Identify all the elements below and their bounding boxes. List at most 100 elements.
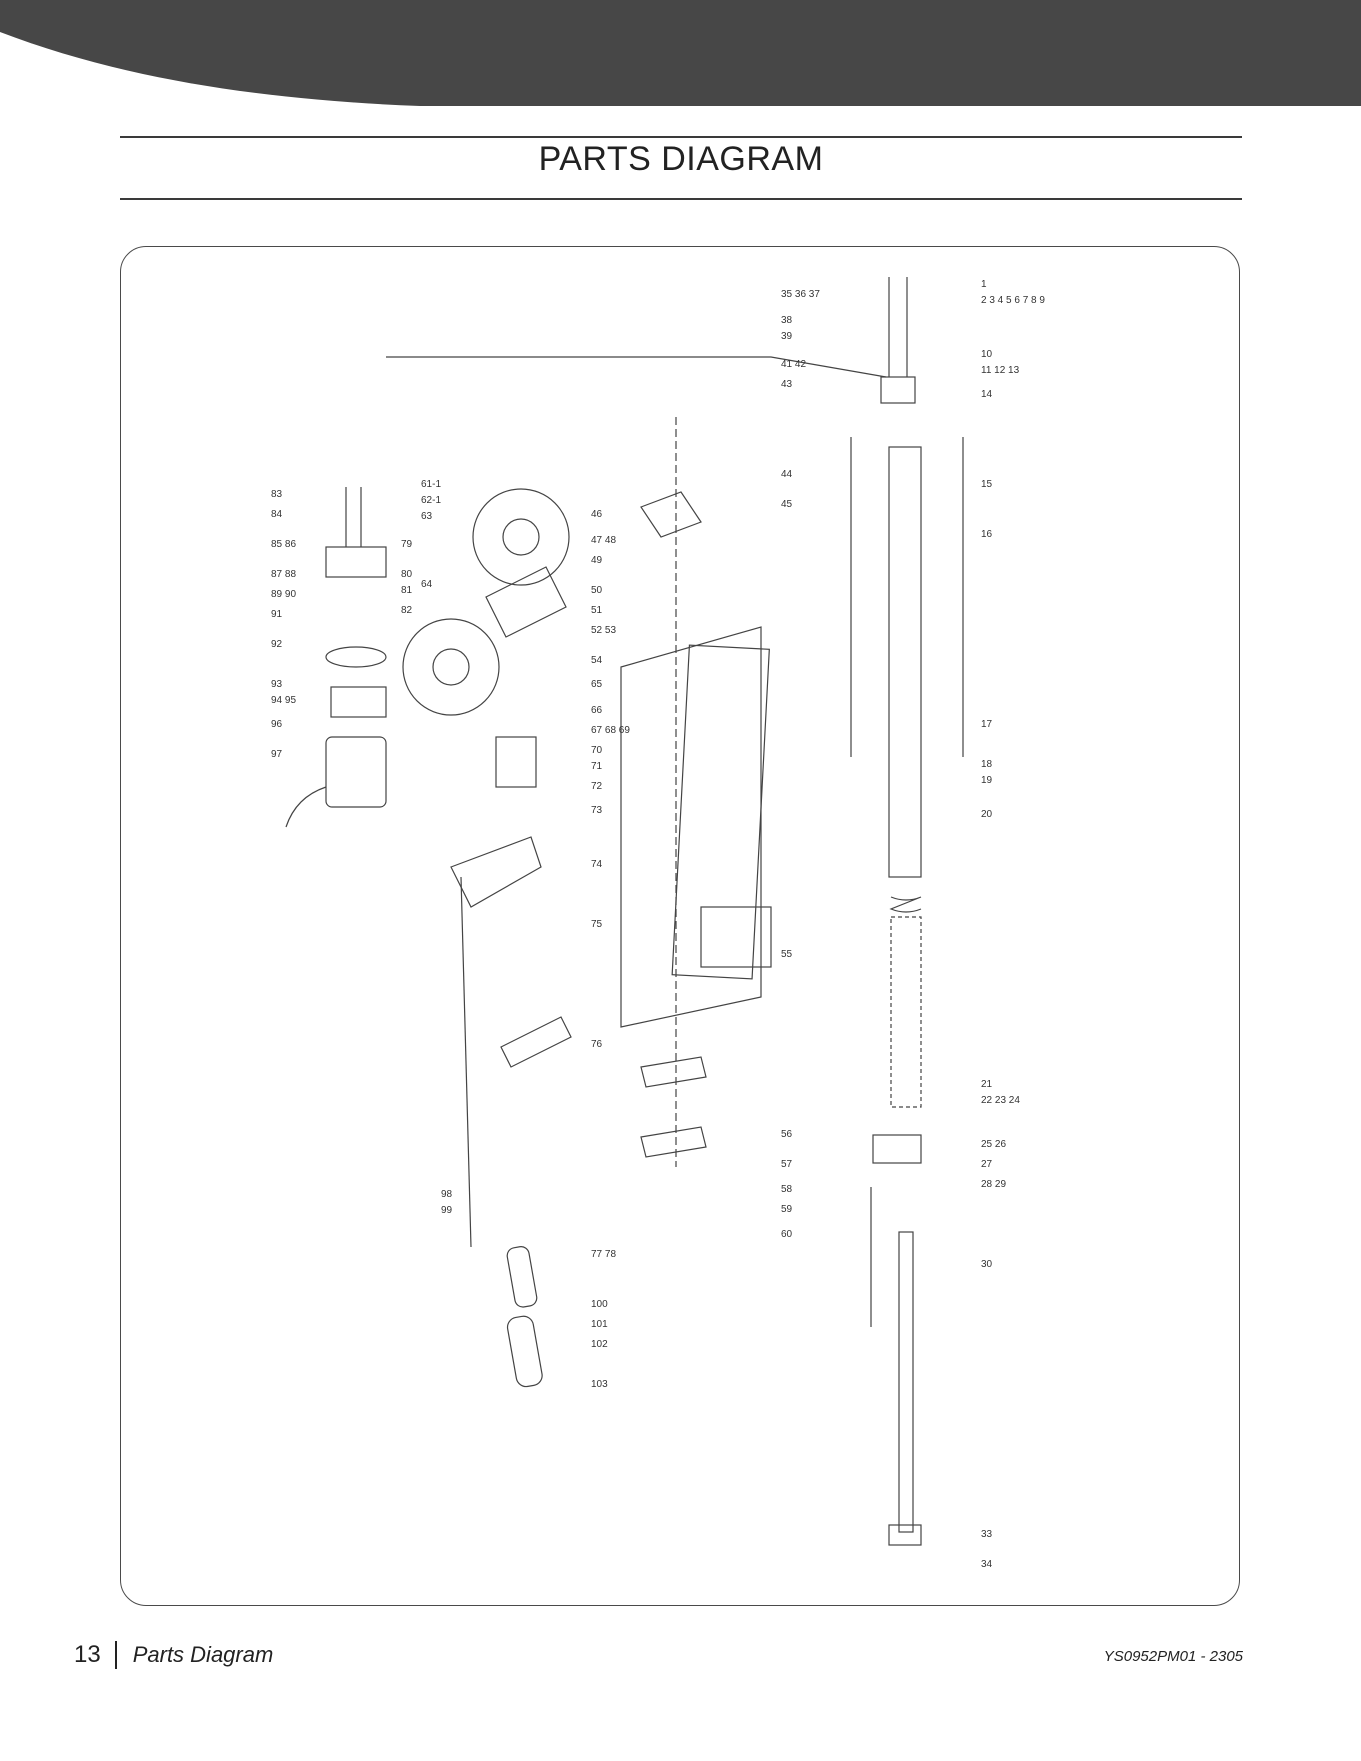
callout-99: 99 — [441, 1205, 453, 1216]
callout-16: 16 — [981, 529, 993, 540]
wheel-top — [472, 488, 570, 586]
callout-91: 91 — [271, 609, 283, 620]
callout-64: 64 — [421, 579, 433, 590]
callout-59: 59 — [781, 1204, 793, 1215]
callout-25-26: 25 26 — [981, 1139, 1006, 1150]
gasket-92 — [325, 646, 387, 668]
callout-84: 84 — [271, 509, 283, 520]
wheel-top-hub — [502, 518, 540, 556]
wheel-bottom — [402, 618, 500, 716]
spring-housing — [890, 916, 922, 1108]
callout-71: 71 — [591, 761, 603, 772]
callout-96: 96 — [271, 719, 283, 730]
hose-line — [386, 356, 887, 378]
callout-41-42: 41 42 — [781, 359, 806, 370]
cylinder-tube — [888, 446, 922, 878]
callout-44: 44 — [781, 469, 793, 480]
callout-49: 49 — [591, 555, 603, 566]
callout-33: 33 — [981, 1529, 993, 1540]
callout-61-1: 61-1 — [421, 479, 441, 490]
grip-103 — [506, 1315, 543, 1388]
callout-67-69: 67 68 69 — [591, 725, 630, 736]
return-spring — [889, 896, 922, 913]
parts-diagram: 1 2 3 4 5 6 7 8 9 10 11 12 13 14 15 16 1… — [271, 277, 1045, 1570]
callout-43: 43 — [781, 379, 793, 390]
callout-2-9: 2 3 4 5 6 7 8 9 — [981, 295, 1045, 306]
callout-89-90: 89 90 — [271, 589, 296, 600]
callout-55: 55 — [781, 949, 793, 960]
push-rod-75 — [460, 876, 472, 1248]
callout-87-88: 87 88 — [271, 569, 296, 580]
callout-45: 45 — [781, 499, 793, 510]
bracket-60 — [640, 1126, 707, 1158]
title-top-rule — [120, 136, 1242, 138]
callout-73: 73 — [591, 805, 603, 816]
callout-21: 21 — [981, 1079, 993, 1090]
foot-plate — [700, 906, 772, 968]
bracket-59 — [640, 1056, 707, 1088]
callout-76: 76 — [591, 1039, 603, 1050]
callout-1: 1 — [981, 279, 987, 290]
callout-60: 60 — [781, 1229, 793, 1240]
callout-30: 30 — [981, 1259, 993, 1270]
callout-63: 63 — [421, 511, 433, 522]
callout-81: 81 — [401, 585, 413, 596]
callout-labels: 1 2 3 4 5 6 7 8 9 10 11 12 13 14 15 16 1… — [271, 279, 1045, 1570]
callout-72: 72 — [591, 781, 603, 792]
callout-103: 103 — [591, 1379, 608, 1390]
callout-85-86: 85 86 — [271, 539, 296, 550]
callout-35-37: 35 36 37 — [781, 289, 820, 300]
callout-102: 102 — [591, 1339, 608, 1350]
callout-98: 98 — [441, 1189, 453, 1200]
callout-66: 66 — [591, 705, 603, 716]
piston-block — [872, 1134, 922, 1164]
callout-47-48: 47 48 — [591, 535, 616, 546]
callout-27: 27 — [981, 1159, 993, 1170]
callout-97: 97 — [271, 749, 283, 760]
callout-75: 75 — [591, 919, 603, 930]
side-plate — [620, 626, 762, 1028]
valve-block — [880, 376, 916, 404]
electric-motor — [325, 736, 387, 808]
page-number: 13 — [74, 1641, 101, 1668]
callout-15: 15 — [981, 479, 993, 490]
wheel-bottom-hub — [432, 648, 470, 686]
callout-19: 19 — [981, 775, 993, 786]
mount-plate-66 — [495, 736, 537, 788]
callout-58: 58 — [781, 1184, 793, 1195]
callout-54: 54 — [591, 655, 603, 666]
rod-clevis — [888, 1524, 922, 1546]
callout-11-13: 11 12 13 — [981, 365, 1020, 376]
callout-101: 101 — [591, 1319, 608, 1330]
callout-56: 56 — [781, 1129, 793, 1140]
callout-46: 46 — [591, 509, 603, 520]
callout-74: 74 — [591, 859, 603, 870]
document-code: YS0952PM01 - 2305 — [1103, 1648, 1243, 1665]
callout-38: 38 — [781, 315, 793, 326]
callout-51: 51 — [591, 605, 603, 616]
footer-separator — [114, 1641, 117, 1669]
callout-100: 100 — [591, 1299, 608, 1310]
callout-82: 82 — [401, 605, 413, 616]
footer-section-name: Parts Diagram — [132, 1642, 274, 1667]
callout-17: 17 — [981, 719, 993, 730]
title-bottom-rule — [120, 198, 1242, 200]
guard-76 — [500, 1016, 572, 1068]
callout-80: 80 — [401, 569, 413, 580]
footer: 13 Parts Diagram — [74, 1638, 273, 1672]
handle-102 — [506, 1246, 538, 1308]
callout-70: 70 — [591, 745, 603, 756]
pedal-46 — [640, 491, 702, 538]
callout-65: 65 — [591, 679, 603, 690]
parts-diagram-frame: 1 2 3 4 5 6 7 8 9 10 11 12 13 14 15 16 1… — [120, 246, 1240, 1606]
axle-bracket-64 — [485, 566, 567, 638]
callout-62-1: 62-1 — [421, 495, 441, 506]
callout-83: 83 — [271, 489, 283, 500]
callout-20: 20 — [981, 809, 993, 820]
callout-57: 57 — [781, 1159, 793, 1170]
callout-10: 10 — [981, 349, 993, 360]
callout-79: 79 — [401, 539, 413, 550]
power-cord — [285, 786, 327, 828]
arm-74 — [450, 836, 542, 908]
pump-body — [330, 686, 387, 718]
